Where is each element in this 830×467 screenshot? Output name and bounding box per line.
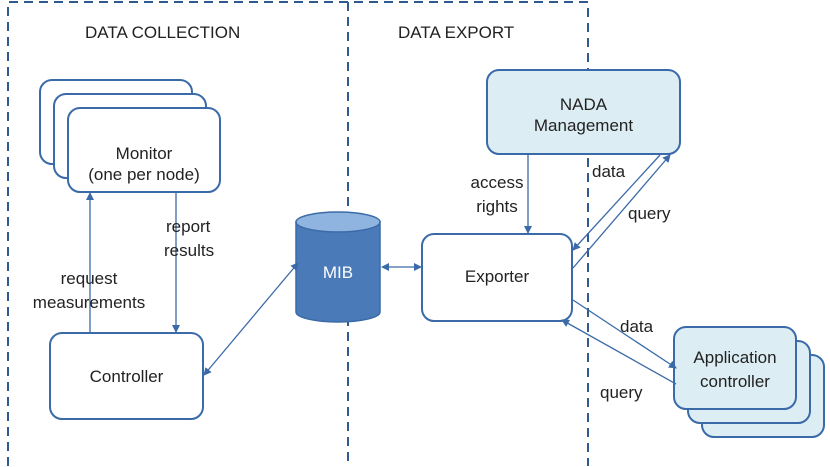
nada-label: NADA — [559, 95, 608, 114]
report-label: report — [166, 217, 211, 236]
controller-label: Controller — [89, 367, 164, 386]
exporter-label: Exporter — [464, 267, 530, 286]
app-controller-sublabel: controller — [700, 372, 770, 391]
monitor-stack — [39, 79, 221, 193]
nada-management-box — [486, 69, 681, 155]
mib-label: MIB — [322, 263, 354, 282]
nada-sublabel: Management — [533, 116, 634, 135]
controller-mib-arrow — [203, 262, 299, 376]
request-label: request — [60, 269, 118, 288]
section-title-data-export: DATA EXPORT — [398, 23, 515, 42]
nada-data-label: data — [592, 162, 626, 181]
app-query-label: query — [600, 383, 643, 402]
app-controller-label: Application — [693, 348, 777, 367]
rights-label: rights — [476, 197, 518, 216]
section-title-data-collection: DATA COLLECTION — [85, 23, 241, 42]
application-controller-stack — [673, 326, 825, 438]
app-query-arrow — [561, 319, 677, 385]
monitor-sublabel: (one per node) — [88, 165, 200, 184]
access-label: access — [470, 173, 524, 192]
nada-data-arrow — [572, 154, 661, 251]
monitor-label: Monitor — [115, 144, 173, 163]
app-data-arrow — [572, 299, 677, 369]
measurements-label: measurements — [32, 293, 146, 312]
exporter-box — [421, 233, 573, 322]
nada-query-label: query — [628, 204, 671, 223]
connectors — [86, 154, 677, 385]
results-label: results — [164, 241, 215, 260]
app-data-label: data — [620, 317, 654, 336]
nada-query-arrow — [572, 154, 671, 269]
mib-cylinder — [295, 211, 381, 323]
controller-box — [49, 332, 204, 420]
